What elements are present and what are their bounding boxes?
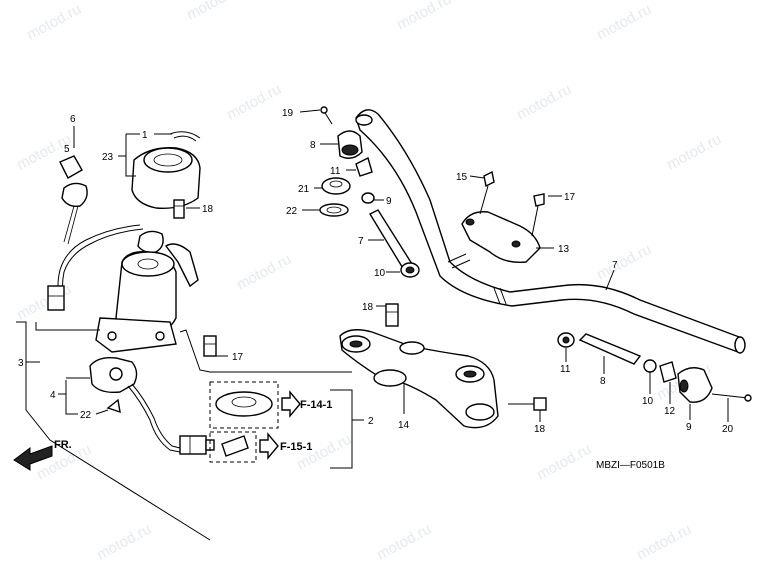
watermark-text: motod.ru (534, 441, 594, 484)
callout-11-lower: 11 (560, 364, 571, 375)
callout-7: 7 (612, 260, 618, 271)
callout-2: 2 (368, 416, 374, 427)
handlebar (355, 109, 746, 354)
front-arrow-icon (13, 445, 53, 471)
watermark-text: motod.ru (394, 0, 454, 34)
callout-19-upper: 19 (282, 108, 294, 119)
bolt-18 (203, 335, 217, 357)
collar-upper (355, 156, 373, 177)
callout-3: 3 (18, 358, 24, 369)
rubber-10-lower (643, 359, 657, 373)
front-label: FR. (54, 439, 72, 451)
callout-17-left: 15 (456, 172, 468, 183)
switch-mount-plate (95, 317, 177, 353)
spare-key-head (137, 230, 164, 254)
callout-12-upper: 11 (330, 166, 341, 177)
callout-11-upper: 10 (374, 268, 386, 279)
callout-9-upper: 8 (310, 140, 316, 151)
callout-18-bridge: 18 (362, 302, 374, 313)
watermark-text: motod.ru (224, 81, 284, 124)
switch-lock-face (121, 251, 175, 277)
upper-holder (461, 211, 541, 263)
watermark-text: motod.ru (184, 0, 244, 24)
ref-arrow-f14 (281, 390, 301, 418)
upper-holder-group (319, 106, 420, 278)
key-blade-edge (67, 205, 79, 245)
callout-14: 14 (398, 420, 410, 431)
leader-lines (26, 109, 729, 469)
ref-box-f14 (209, 381, 279, 429)
top-bridge (339, 303, 547, 429)
watermark-text: motod.ru (234, 251, 294, 294)
callout-19-lower: 20 (722, 424, 734, 435)
washer-21 (319, 203, 349, 217)
watermark-text: motod.ru (14, 281, 74, 324)
key-head (61, 182, 88, 208)
watermark-text: motod.ru (634, 521, 694, 564)
callout-18-left: 17 (232, 352, 244, 363)
ignition-group: FR. (13, 131, 352, 541)
cap-bolt (221, 435, 249, 457)
callout-labels: 6 5 1 23 18 3 4 22 17 2 19 8 11 21 9 22 … (18, 108, 734, 471)
bolt-15 (173, 199, 185, 219)
ref-arrow-f15 (259, 432, 279, 460)
watermark-text: motod.ru (24, 1, 84, 44)
callout-8-lower: 8 (600, 376, 606, 387)
holder-13 (461, 170, 545, 263)
lower-barend-group (557, 332, 752, 403)
watermark-text: motod.ru (94, 521, 154, 564)
shaft-8-lower (578, 333, 642, 365)
bar-end-weight-lower (677, 367, 713, 403)
watermark-text: motod.ru (594, 241, 654, 284)
rubber-10-upper (361, 192, 375, 204)
collar-lower (659, 361, 677, 383)
ref-label-f14: F-14-1 (300, 399, 332, 411)
snap-ring (169, 131, 201, 139)
callout-10-upper: 9 (386, 196, 392, 207)
group-frame-left (16, 321, 211, 541)
ref-box-f15 (209, 431, 257, 463)
callout-9-lower: 9 (686, 422, 692, 433)
callout-1: 1 (142, 130, 148, 141)
sensor-cable (127, 385, 181, 453)
callout-12-lower: 12 (664, 406, 676, 417)
callout-22: 22 (80, 410, 92, 421)
callout-8-upper: 7 (358, 236, 364, 247)
key-blade (63, 205, 75, 243)
callout-20: 21 (298, 184, 310, 195)
callout-23: 23 (102, 152, 114, 163)
handlebar-tube (355, 109, 743, 353)
callout-6: 6 (70, 114, 76, 125)
handlebar-end (734, 336, 746, 354)
screw-22 (106, 398, 121, 414)
ref-label-f15: F-15-1 (280, 441, 312, 453)
spare-key-blade (164, 243, 199, 288)
nut-20 (321, 177, 351, 195)
grommet (215, 391, 273, 417)
switch-cover-top (143, 147, 193, 173)
key-blank-head (59, 155, 83, 179)
bolt-18-bridge (385, 303, 399, 327)
switch-connector (47, 285, 65, 311)
watermark-text: motod.ru (374, 521, 434, 564)
watermark-text: motod.ru (594, 1, 654, 44)
callout-10-lower: 10 (642, 396, 654, 407)
callout-4: 4 (50, 390, 56, 401)
callout-15: 18 (202, 204, 214, 215)
callout-21: 22 (286, 206, 298, 217)
callout-18-lower: 18 (534, 424, 546, 435)
sensor-connector (179, 435, 207, 455)
watermark-text: motod.ru (664, 131, 724, 174)
watermark-text: motod.ru (514, 81, 574, 124)
callout-13: 13 (558, 244, 570, 255)
callout-5: 5 (64, 144, 70, 155)
callout-17-right: 17 (564, 192, 576, 203)
diagram-code: MBZI—F0501B (596, 460, 665, 471)
